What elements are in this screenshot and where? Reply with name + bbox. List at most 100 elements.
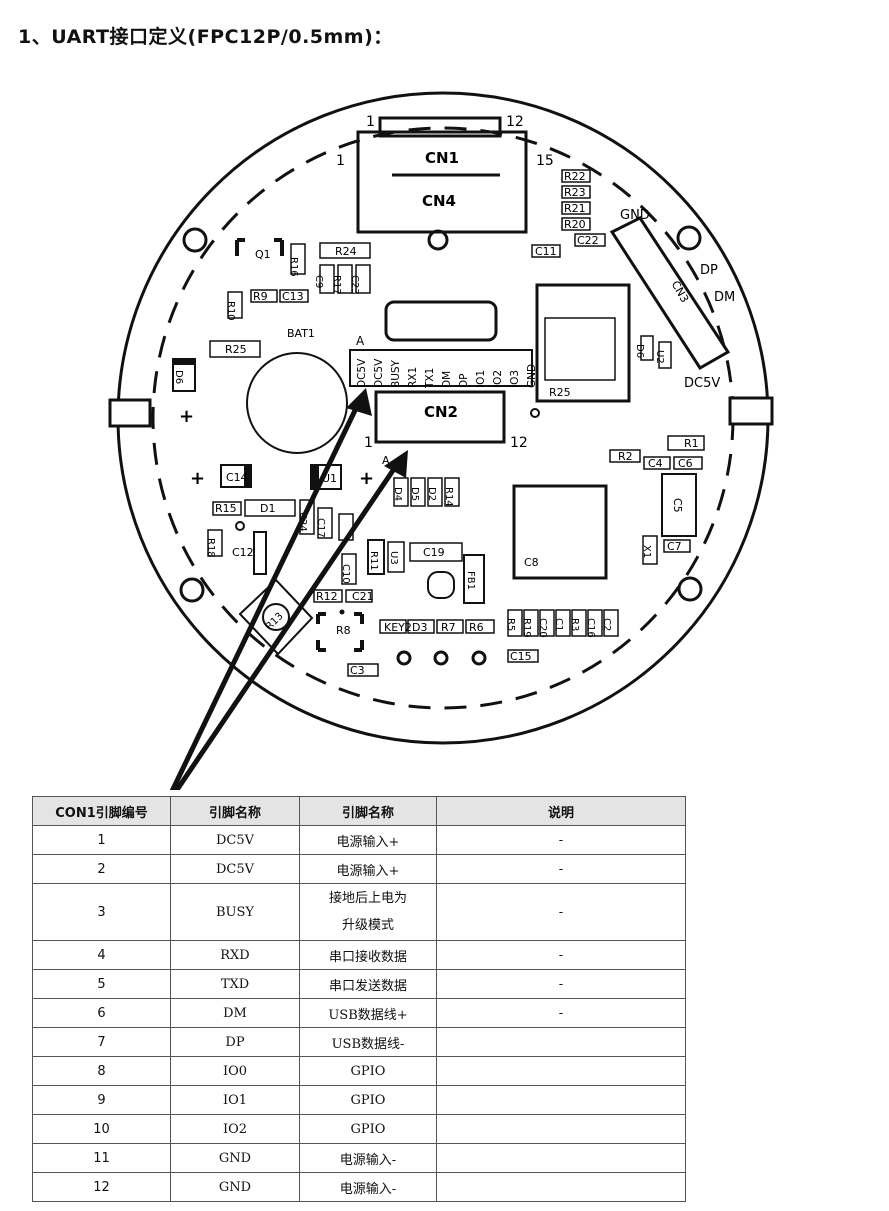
mount-hole bbox=[677, 576, 703, 602]
svg-text:R12: R12 bbox=[316, 590, 338, 603]
cn3-gnd-label: GND bbox=[620, 208, 650, 223]
table-row: 2 DC5V 电源输入+ - bbox=[32, 854, 686, 884]
svg-text:+: + bbox=[359, 468, 374, 489]
cn3-dp-label: DP bbox=[700, 263, 718, 278]
u1-chip bbox=[512, 484, 608, 580]
svg-text:D2: D2 bbox=[426, 487, 437, 501]
cn1-footprint bbox=[378, 116, 502, 138]
table-row: 8 IO0 GPIO bbox=[32, 1056, 686, 1086]
pcb-board-drawing: CN1 CN4 1 12 1 15 R22 R23 R21 R20 C22 C1… bbox=[108, 91, 774, 790]
svg-text:FB1: FB1 bbox=[465, 571, 476, 590]
mount-hole bbox=[427, 229, 449, 251]
svg-text:R9: R9 bbox=[253, 290, 268, 303]
svg-text:BUSY: BUSY bbox=[390, 359, 402, 388]
table-row: 11 GND 电源输入- bbox=[32, 1143, 686, 1173]
svg-text:C11: C11 bbox=[535, 245, 557, 258]
svg-text:C22: C22 bbox=[577, 234, 599, 247]
middle-parts: + C14 U1 + D4 D5 D2 R14 R15 D1 C24 C17 C… bbox=[190, 464, 485, 604]
svg-text:C3: C3 bbox=[350, 664, 365, 677]
table-row: 1 DC5V 电源输入+ - bbox=[32, 825, 686, 855]
svg-text:A: A bbox=[382, 454, 390, 467]
svg-text:R5: R5 bbox=[505, 618, 516, 631]
mount-hole bbox=[182, 227, 208, 253]
right-side-parts: R1 R2 C4 C6 C5 C7 X1 bbox=[609, 435, 705, 565]
svg-text:R7: R7 bbox=[441, 621, 456, 634]
cn2-connector bbox=[374, 390, 506, 444]
svg-text:C5: C5 bbox=[671, 498, 684, 513]
header-pin-function: 引脚名称 bbox=[299, 796, 437, 826]
svg-text:1: 1 bbox=[364, 435, 373, 451]
svg-text:R19: R19 bbox=[521, 618, 532, 638]
svg-text:R25: R25 bbox=[549, 386, 571, 399]
svg-text:DP: DP bbox=[458, 374, 470, 388]
svg-text:1: 1 bbox=[366, 114, 375, 130]
svg-text:R3: R3 bbox=[569, 618, 580, 631]
svg-text:R6: R6 bbox=[469, 621, 484, 634]
svg-text:15: 15 bbox=[536, 153, 554, 169]
table-row: 10 IO2 GPIO bbox=[32, 1114, 686, 1144]
cn3-dm-label: DM bbox=[714, 290, 735, 305]
header-pin-name: 引脚名称 bbox=[170, 796, 300, 826]
svg-text:C7: C7 bbox=[667, 540, 682, 553]
svg-text:Q1: Q1 bbox=[255, 248, 271, 261]
svg-text:R17: R17 bbox=[331, 275, 342, 295]
svg-text:R2: R2 bbox=[618, 450, 633, 463]
right-notch bbox=[728, 396, 774, 426]
svg-text:R1: R1 bbox=[684, 437, 699, 450]
svg-text:C10: C10 bbox=[340, 564, 351, 584]
svg-text:U3: U3 bbox=[388, 551, 399, 565]
pin-header bbox=[349, 349, 533, 387]
header-pin-number: CON1引脚编号 bbox=[32, 796, 171, 826]
svg-text:C21: C21 bbox=[352, 590, 374, 603]
table-row: 5 TXD 串口发送数据 - bbox=[32, 969, 686, 999]
svg-text:R24: R24 bbox=[335, 245, 357, 258]
svg-text:C8: C8 bbox=[524, 556, 539, 569]
svg-text:D3: D3 bbox=[412, 621, 427, 634]
svg-text:C23: C23 bbox=[349, 275, 360, 295]
header-pin-labels: DC5V DC5V BUSY RX1 TX1 DM DP IO1 IO2 IO3… bbox=[356, 358, 538, 389]
cn4-footprint bbox=[356, 130, 528, 234]
svg-text:D6: D6 bbox=[634, 344, 645, 358]
svg-text:DC5V: DC5V bbox=[373, 358, 385, 388]
svg-text:C2: C2 bbox=[601, 618, 612, 631]
svg-text:C14: C14 bbox=[226, 471, 248, 484]
table-header-row: CON1引脚编号 引脚名称 引脚名称 说明 bbox=[32, 796, 686, 826]
mount-hole bbox=[179, 577, 205, 603]
table-row: 9 IO1 GPIO bbox=[32, 1085, 686, 1115]
svg-text:KEY2: KEY2 bbox=[384, 621, 412, 634]
svg-text:R15: R15 bbox=[215, 502, 237, 515]
table-row: 12 GND 电源输入- bbox=[32, 1172, 686, 1202]
svg-text:C19: C19 bbox=[423, 546, 445, 559]
svg-text:BAT1: BAT1 bbox=[287, 327, 315, 340]
svg-text:CN3: CN3 bbox=[669, 279, 692, 305]
svg-text:C9: C9 bbox=[313, 275, 324, 288]
svg-text:IO2: IO2 bbox=[492, 370, 504, 388]
svg-text:C15: C15 bbox=[510, 650, 532, 663]
battery-bat1 bbox=[246, 352, 348, 454]
table-row: 3 BUSY 接地后上电为升级模式 - bbox=[32, 883, 686, 941]
svg-text:+: + bbox=[179, 406, 194, 427]
cn4-label: CN4 bbox=[422, 192, 456, 210]
svg-text:D5: D5 bbox=[409, 487, 420, 501]
svg-text:C6: C6 bbox=[678, 457, 693, 470]
svg-text:R11: R11 bbox=[368, 551, 379, 571]
svg-text:R8: R8 bbox=[336, 624, 351, 637]
svg-text:R10: R10 bbox=[225, 301, 236, 321]
svg-text:DM: DM bbox=[441, 371, 453, 388]
svg-text:C17: C17 bbox=[315, 518, 326, 538]
svg-text:R14: R14 bbox=[443, 487, 454, 507]
table-row: 6 DM USB数据线+ - bbox=[32, 998, 686, 1028]
svg-text:X1: X1 bbox=[641, 545, 652, 558]
svg-text:R20: R20 bbox=[564, 218, 586, 231]
cn1-label: CN1 bbox=[425, 149, 459, 167]
svg-text:1: 1 bbox=[336, 153, 345, 169]
left-notch bbox=[108, 398, 152, 428]
svg-text:DC5V: DC5V bbox=[356, 358, 368, 388]
svg-text:IO1: IO1 bbox=[475, 370, 487, 388]
svg-text:C16: C16 bbox=[585, 618, 596, 638]
svg-text:R18: R18 bbox=[205, 538, 216, 558]
svg-text:C4: C4 bbox=[648, 457, 663, 470]
svg-text:D4: D4 bbox=[392, 487, 403, 501]
header-description: 说明 bbox=[436, 796, 686, 826]
svg-text:A: A bbox=[356, 334, 365, 348]
